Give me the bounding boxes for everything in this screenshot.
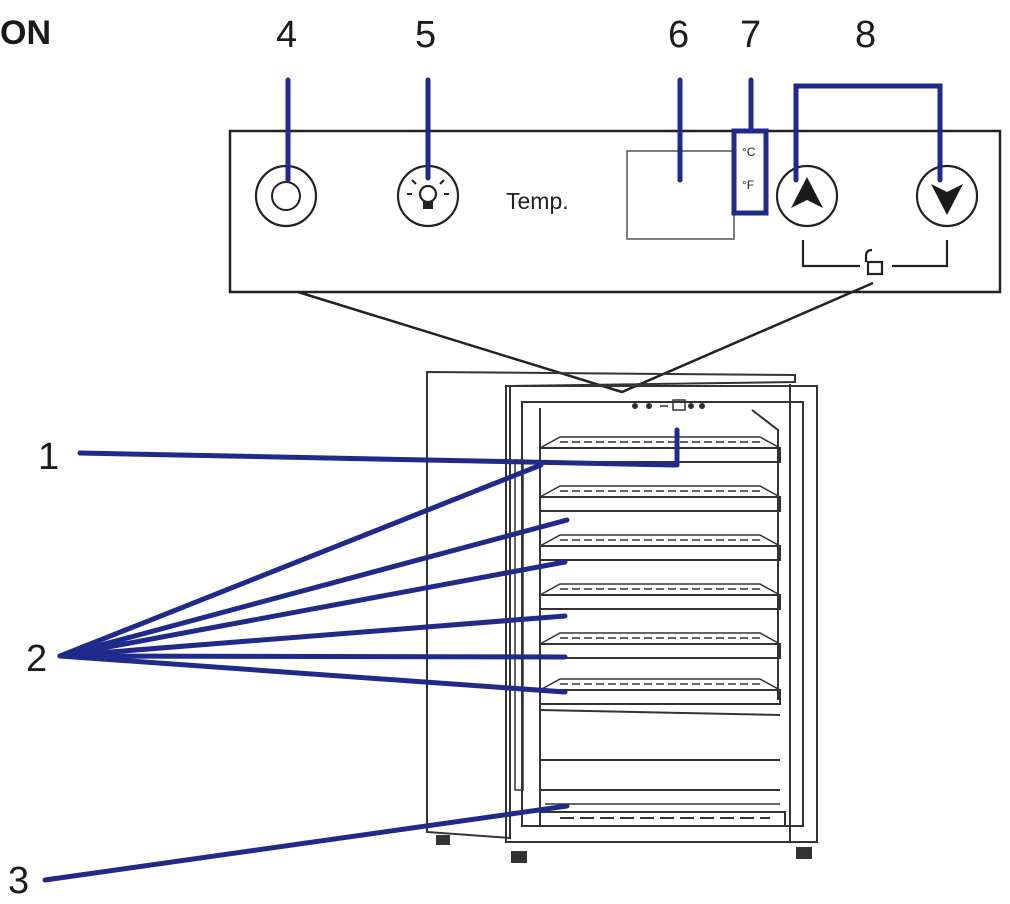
panel-leader-line [297,281,874,394]
control-panel-outline [228,129,1002,294]
unit-fahrenheit-indicator: °F [742,178,755,192]
bottom-rack [539,803,786,827]
shelf-rack [539,436,781,705]
callout-label-8: 8 [855,14,877,56]
unit-celsius-indicator: °C [742,145,756,159]
callout-lines [42,77,943,883]
down-arrow-icon [915,164,979,228]
callout-label-5: 5 [415,14,437,56]
callout-label-6: 6 [668,14,690,56]
callout-label-3: 3 [8,860,30,902]
section-heading-fragment: ON [0,14,51,52]
callout-label-4: 4 [276,14,298,56]
padlock-icon [864,248,884,276]
callout-label-2: 2 [26,638,48,680]
wine-cooler-cabinet [426,370,818,863]
temp-label: Temp. [506,188,569,214]
mini-control-panel [632,399,705,411]
callout-label-7: 7 [740,14,762,56]
callout-label-1: 1 [38,436,60,478]
lock-bracket [801,240,860,268]
up-arrow-icon [775,164,839,228]
